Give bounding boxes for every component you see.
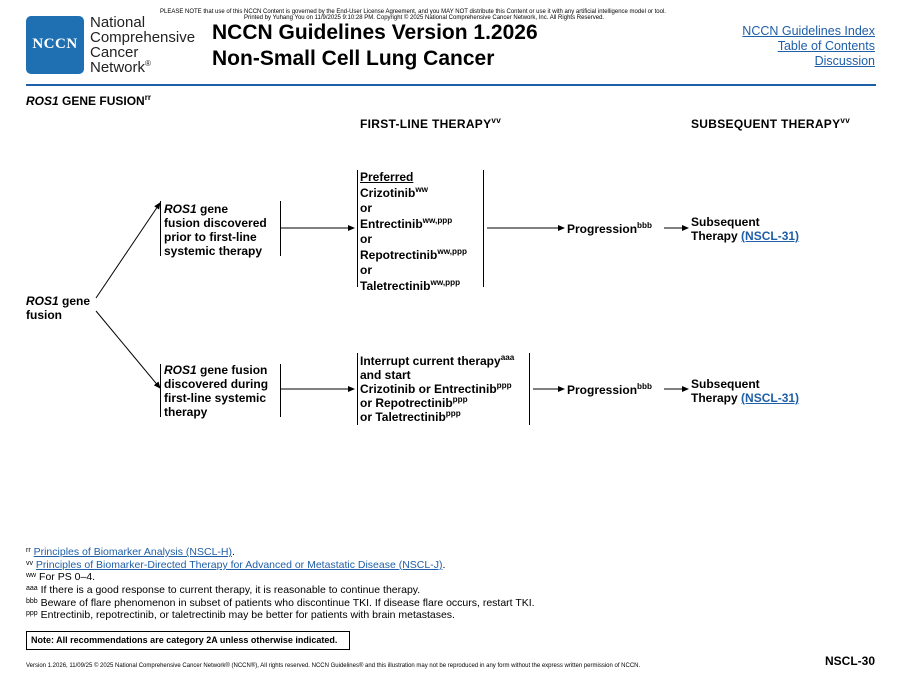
nscl-31-link-top[interactable]: (NSCL-31)	[741, 229, 800, 243]
subsequent-therapy-header: SUBSEQUENT THERAPYvv	[691, 116, 851, 131]
bottom-first-line-therapy-list: Interrupt current therapyaaa and start C…	[360, 353, 515, 424]
footnote-bbb: bbb Beware of flare phenomenon in subset…	[26, 597, 535, 609]
top-first-line-therapy-list: Preferred Crizotinibww or Entrectinibww,…	[360, 170, 467, 293]
org-name: National Comprehensive Cancer Network®	[90, 14, 196, 76]
copyright-footer: Version 1.2026, 11/09/25 © 2025 National…	[26, 663, 641, 669]
top-node-left-bar	[160, 201, 161, 256]
section-title: ROS1 GENE FUSIONrr	[26, 93, 152, 108]
top-progression: Progressionbbb	[567, 221, 652, 236]
guideline-version-title: NCCN Guidelines Version 1.2026	[212, 21, 538, 44]
nccn-logo[interactable]: NCCN	[26, 16, 84, 74]
license-notice: PLEASE NOTE that use of this NCCN Conten…	[160, 9, 666, 15]
printed-by: Printed by Yuhang You on 11/9/2025 9:10:…	[244, 15, 605, 21]
preferred-label: Preferred	[360, 170, 414, 184]
bottom-subsequent-therapy: Subsequent Therapy (NSCL-31)	[691, 377, 800, 405]
logo-text: NCCN	[32, 36, 78, 52]
table-of-contents-link[interactable]: Table of Contents	[777, 39, 875, 53]
top-therapy-left-bar	[357, 170, 358, 287]
bottom-node-right-bar	[280, 364, 281, 417]
first-line-therapy-header: FIRST-LINE THERAPYvv	[360, 116, 502, 131]
footnote-rr: rr Principles of Biomarker Analysis (NSC…	[26, 546, 235, 558]
top-subsequent-therapy: Subsequent Therapy (NSCL-31)	[691, 215, 800, 243]
page-number: NSCL-30	[824, 654, 875, 668]
bottom-node-left-bar	[160, 364, 161, 417]
footnote-aaa: aaa If there is a good response to curre…	[26, 584, 421, 596]
bottom-therapy-right-bar	[529, 353, 530, 425]
biomarker-directed-therapy-link[interactable]: Principles of Biomarker-Directed Therapy…	[35, 559, 443, 571]
top-node-right-bar	[280, 201, 281, 256]
category-note: Note: All recommendations are category 2…	[26, 631, 350, 650]
guideline-disease-title: Non-Small Cell Lung Cancer	[212, 47, 495, 70]
arrow-root-to-top	[95, 202, 161, 299]
guidelines-index-link[interactable]: NCCN Guidelines Index	[742, 24, 875, 38]
header-divider	[26, 84, 876, 86]
bottom-therapy-left-bar	[357, 353, 358, 425]
bottom-progression: Progressionbbb	[567, 382, 652, 397]
root-node-ros1-fusion: ROS1 gene fusion	[26, 294, 91, 322]
biomarker-analysis-link[interactable]: Principles of Biomarker Analysis (NSCL-H…	[33, 546, 232, 558]
footnote-ww: ww For PS 0–4.	[26, 571, 96, 583]
nscl-31-link-bottom[interactable]: (NSCL-31)	[741, 391, 800, 405]
arrow-root-to-bottom	[95, 310, 161, 389]
discussion-link[interactable]: Discussion	[814, 54, 875, 68]
top-therapy-right-bar	[483, 170, 484, 287]
footnote-vv: vv Principles of Biomarker-Directed Ther…	[26, 559, 446, 571]
top-node-discovered-prior: ROS1 gene fusion discovered prior to fir…	[164, 202, 267, 258]
footnote-ppp: ppp Entrectinib, repotrectinib, or talet…	[26, 609, 455, 621]
bottom-node-discovered-during: ROS1 gene fusion discovered during first…	[164, 363, 269, 419]
header-nav-links: NCCN Guidelines Index Table of Contents …	[742, 24, 875, 69]
